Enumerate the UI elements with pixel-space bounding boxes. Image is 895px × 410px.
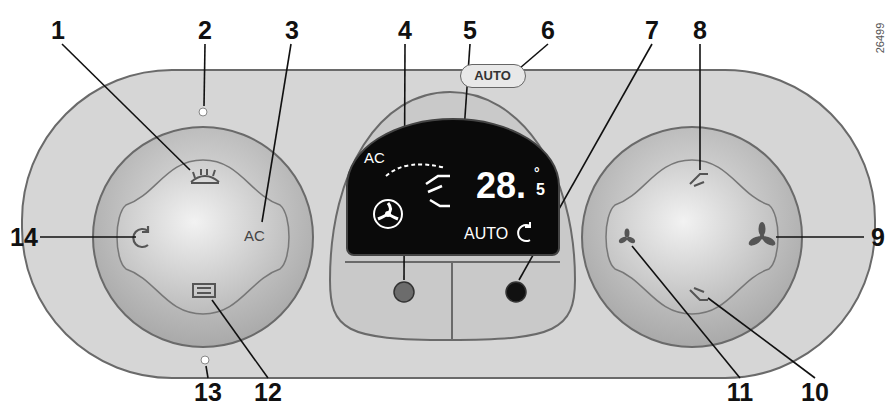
display-icons xyxy=(346,118,560,256)
callout-number: 14 xyxy=(10,225,38,250)
display-screen: AC 28. ° 5AUTO xyxy=(346,118,560,256)
callout-number: 4 xyxy=(398,18,412,43)
callout-number: 11 xyxy=(727,380,753,405)
callout-number: 2 xyxy=(198,18,212,43)
callout-number: 13 xyxy=(194,380,222,405)
node-text: 28. xyxy=(476,168,526,204)
figure-id: 26499 xyxy=(875,23,886,54)
callout-number: 3 xyxy=(285,18,299,43)
node-text: AC xyxy=(364,150,385,165)
callout-number: 1 xyxy=(51,18,65,43)
callout-number: 9 xyxy=(871,225,885,250)
node-text: AUTO xyxy=(474,69,511,82)
callout-number: 12 xyxy=(254,380,282,405)
callout-number: 10 xyxy=(801,380,829,405)
callout-number: 7 xyxy=(645,18,659,43)
callout-number: 6 xyxy=(541,18,555,43)
auto-button: AUTO xyxy=(460,64,526,88)
node-text: ° xyxy=(534,166,540,180)
node-text: AUTO xyxy=(464,226,508,242)
left-control-pad: AC xyxy=(236,224,276,250)
node-text: 5 xyxy=(536,182,545,198)
callout-number: 5 xyxy=(463,18,477,43)
node-text: AC xyxy=(244,228,265,243)
callout-number: 8 xyxy=(693,18,707,43)
